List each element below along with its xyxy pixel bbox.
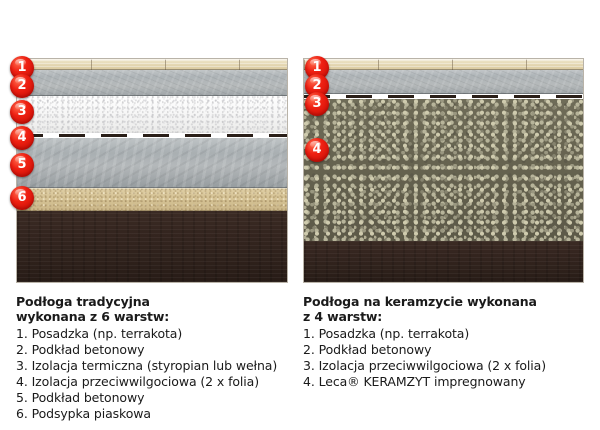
keramzyt-floor-diagram bbox=[303, 58, 584, 283]
foil-dashed-line bbox=[304, 95, 583, 98]
list-item: 6. Podsypka piaskowa bbox=[16, 406, 151, 421]
layer-grunt bbox=[304, 241, 583, 282]
layer-podsypka-piaskowa bbox=[17, 188, 287, 211]
layer-posadzka-terrakota bbox=[17, 59, 287, 70]
layer-izolacja-przeciwwilgociowa bbox=[304, 94, 583, 99]
layer-izolacja-przeciwwilgociowa bbox=[17, 133, 287, 138]
foil-dashed-line bbox=[17, 134, 287, 137]
badge-left-4[interactable]: 4 bbox=[10, 126, 34, 150]
list-item: 1. Posadzka (np. terrakota) bbox=[16, 326, 183, 341]
caption-right-list: 1. Posadzka (np. terrakota) 2. Podkład b… bbox=[303, 326, 588, 390]
list-item: 4. Leca® KERAMZYT impregnowany bbox=[303, 374, 526, 389]
list-item: 2. Podkład betonowy bbox=[16, 342, 145, 357]
layer-grunt bbox=[17, 211, 287, 282]
layer-izolacja-termiczna bbox=[17, 96, 287, 137]
list-item: 3. Izolacja przeciwwilgociowa (2 x folia… bbox=[303, 358, 547, 373]
traditional-floor-caption: Podłoga tradycyjna wykonana z 6 warstw: … bbox=[16, 294, 294, 422]
list-item: 1. Posadzka (np. terrakota) bbox=[303, 326, 470, 341]
keramzyt-floor-caption: Podłoga na keramzycie wykonana z 4 warst… bbox=[303, 294, 588, 390]
badge-left-2[interactable]: 2 bbox=[10, 74, 34, 98]
caption-left-list: 1. Posadzka (np. terrakota) 2. Podkład b… bbox=[16, 326, 294, 422]
caption-left-title: Podłoga tradycyjna wykonana z 6 warstw: bbox=[16, 294, 170, 324]
badge-left-6[interactable]: 6 bbox=[10, 186, 34, 210]
layer-podklad-betonowy-dolny bbox=[17, 138, 287, 188]
traditional-floor-diagram bbox=[16, 58, 288, 283]
layer-podklad-betonowy bbox=[304, 70, 583, 94]
badge-left-5[interactable]: 5 bbox=[10, 153, 34, 177]
list-item: 3. Izolacja termiczna (styropian lub weł… bbox=[16, 358, 278, 373]
layer-posadzka-terrakota bbox=[304, 59, 583, 70]
list-item: 4. Izolacja przeciwwilgociowa (2 x folia… bbox=[16, 374, 260, 389]
badge-right-4[interactable]: 4 bbox=[305, 138, 329, 162]
caption-right-title: Podłoga na keramzycie wykonana z 4 warst… bbox=[303, 294, 537, 324]
badge-left-3[interactable]: 3 bbox=[10, 100, 34, 124]
badge-right-2[interactable]: 2 bbox=[305, 74, 329, 98]
badge-right-3[interactable]: 3 bbox=[305, 92, 329, 116]
list-item: 5. Podkład betonowy bbox=[16, 390, 145, 405]
layer-podklad-betonowy-gorny bbox=[17, 70, 287, 96]
list-item: 2. Podkład betonowy bbox=[303, 342, 432, 357]
layer-leca-keramzyt bbox=[304, 99, 583, 241]
